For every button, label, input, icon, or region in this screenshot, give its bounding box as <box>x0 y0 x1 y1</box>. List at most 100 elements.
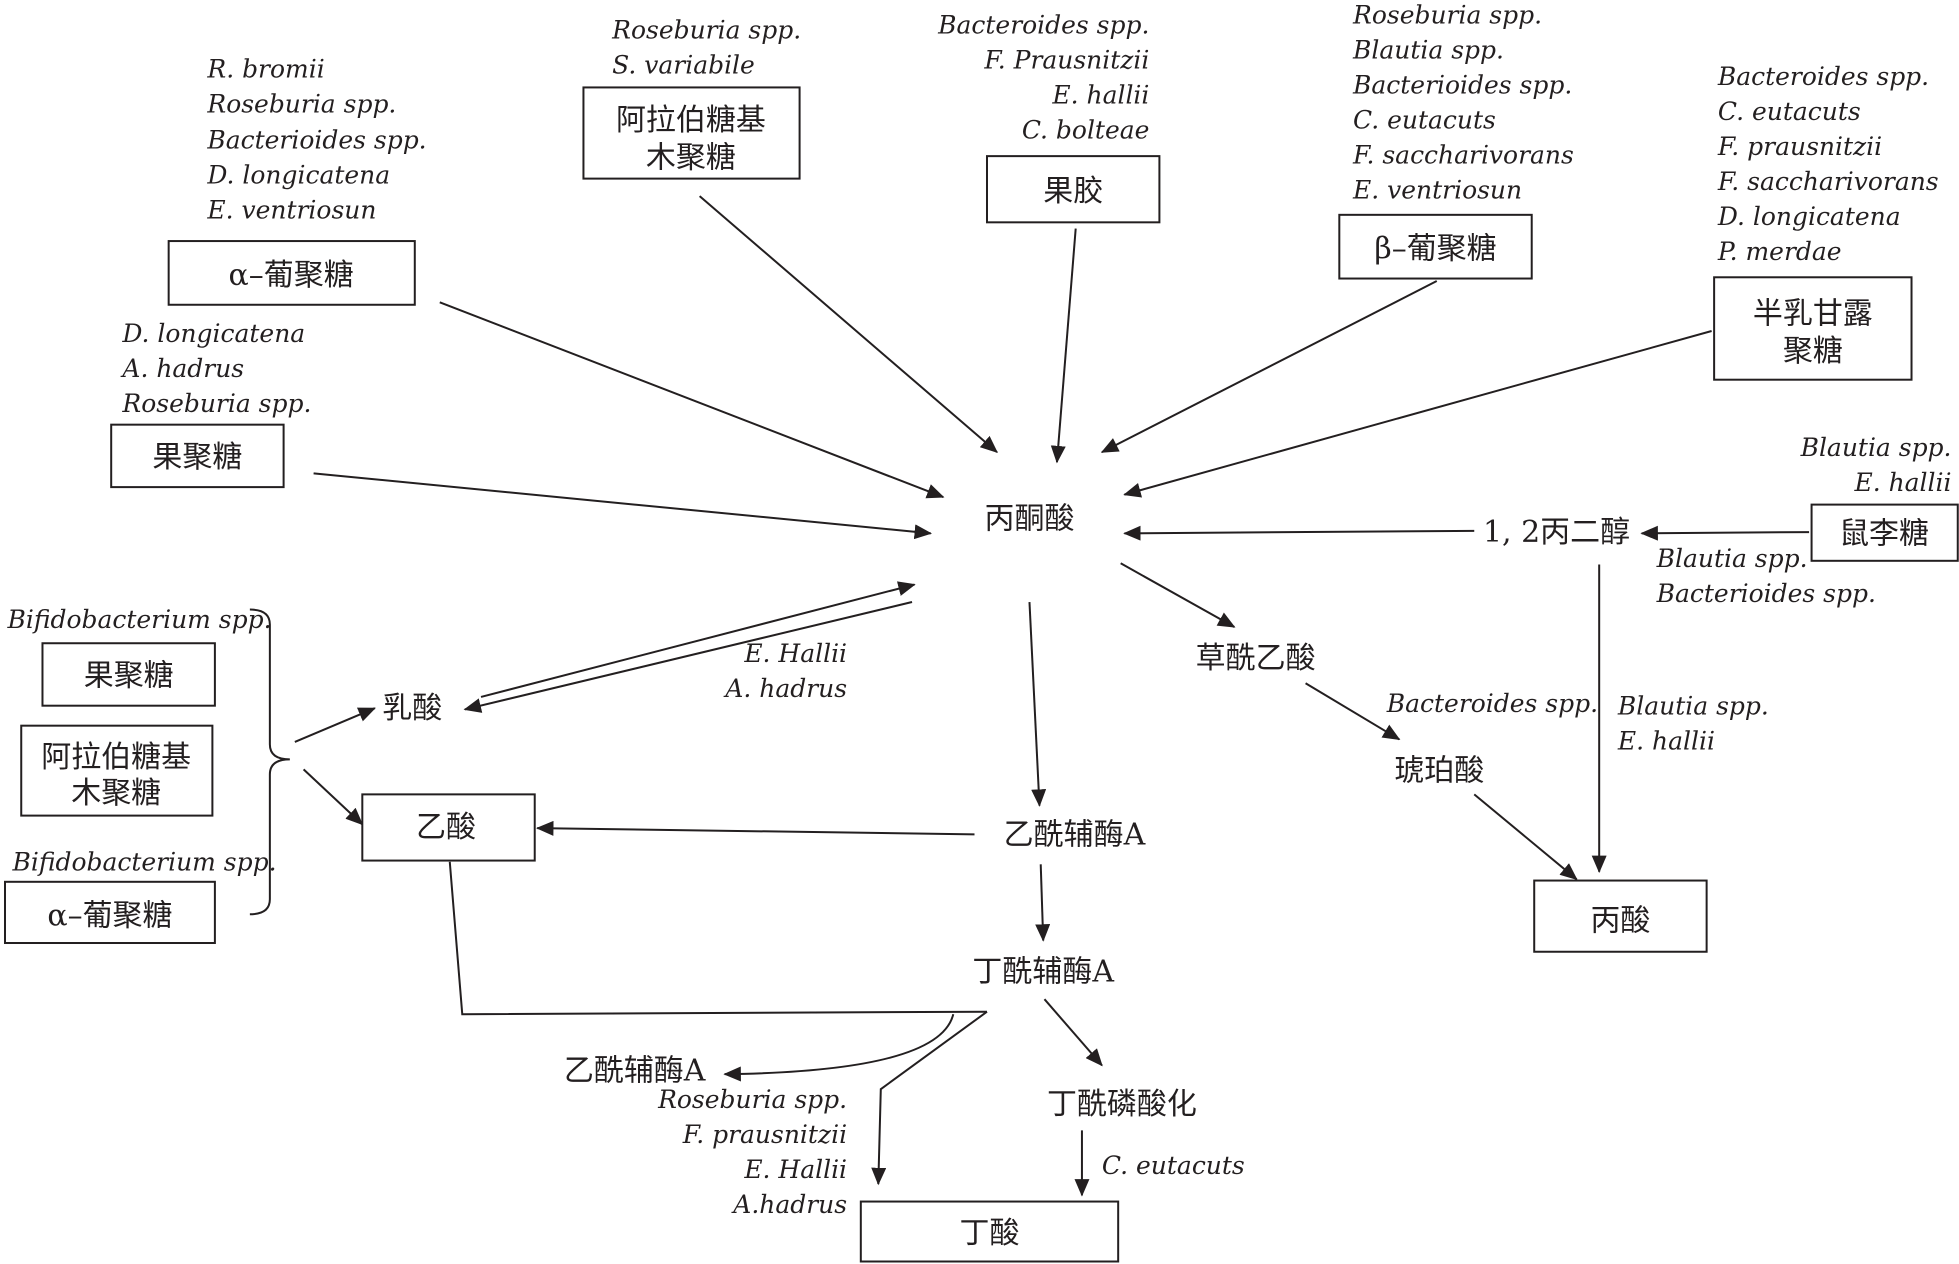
galactomannan-label-line: 半乳甘露 <box>1753 296 1873 331</box>
species-label: E. Hallii <box>743 639 847 668</box>
fructan-box <box>41 642 216 707</box>
fructan-label: 果聚糖 <box>84 659 174 694</box>
species-label: D. longicatena <box>1717 202 1901 231</box>
species-label: Roseburia spp. <box>206 89 396 118</box>
species-label: Bifidobacterium spp. <box>6 605 271 634</box>
arrow-beta-glucan-to-pyruvate <box>1100 280 1438 454</box>
species-label: C. eutacuts <box>1353 106 1496 135</box>
arrow-pyruvate-to-oxaloacetate <box>1120 562 1236 628</box>
alpha-glucan-label: α–葡聚糖 <box>47 899 172 934</box>
species-label: E. Hallii <box>743 1155 847 1184</box>
species-label: F. saccharivorans <box>1352 141 1574 170</box>
pectin-box <box>985 155 1161 224</box>
alpha-glucan-top-group: R. bromii Roseburia spp. Bacterioides sp… <box>167 54 427 306</box>
arrow-galactomannan-to-pyruvate <box>1123 330 1712 498</box>
arabinoxylan-box <box>582 86 801 180</box>
species-label: C. bolteae <box>1022 116 1150 145</box>
arabinoxylan-label-line: 阿拉伯糖基 <box>616 103 766 138</box>
beta-glucan-box <box>1338 213 1533 280</box>
fructan-box <box>110 423 285 489</box>
species-label: E. hallii <box>1617 726 1715 755</box>
species-label: Roseburia spp. <box>611 16 801 45</box>
species-label: F. prausnitzii <box>1717 132 1882 161</box>
species-label: E. hallii <box>1051 81 1149 110</box>
arrow-acetyl-coa-to-butyryl-coa <box>1035 864 1051 942</box>
propionate-box <box>1533 879 1708 953</box>
species-label: Bacterioides spp. <box>206 126 426 155</box>
species-label: Bacterioides spp. <box>1352 71 1572 100</box>
species-label: A.hadrus <box>731 1190 847 1219</box>
rhamnose-label: 鼠李糖 <box>1839 516 1929 551</box>
arrow-alpha-glucan-to-pyruvate <box>439 301 945 499</box>
species-label: D. longicatena <box>206 161 390 190</box>
species-label: F. prausnitzii <box>682 1120 847 1149</box>
species-label: E. hallii <box>1853 468 1951 497</box>
species-label: C. eutacuts <box>1102 1151 1245 1180</box>
oxaloacetate-label: 草酰乙酸 <box>1196 641 1316 676</box>
species-label: Roseburia spp. <box>657 1085 847 1114</box>
acetyl-coa-label: 乙酰辅酶A <box>1004 817 1146 852</box>
species-label: E. ventriosun <box>206 196 376 225</box>
beta-glucan-group: Roseburia spp. Blautia spp. Bacterioides… <box>1338 1 1574 280</box>
rhamnose-box <box>1810 503 1959 562</box>
pectin-label: 果胶 <box>1043 174 1103 209</box>
galactomannan-box <box>1713 276 1913 381</box>
species-label: Roseburia spp. <box>1352 1 1542 30</box>
line-acetate-to-butyryl-coa <box>448 861 988 1016</box>
propanediol-label: 1, 2丙二醇 <box>1483 515 1630 550</box>
arrow-pyruvate-to-lactate <box>463 601 913 713</box>
species-label: Bacteroides spp. <box>937 11 1149 40</box>
species-label: Roseburia spp. <box>121 389 311 418</box>
species-label: R. bromii <box>206 54 324 83</box>
species-label: F. saccharivorans <box>1717 167 1939 196</box>
butyrate-label: 丁酸 <box>960 1216 1020 1251</box>
species-label: E. ventriosun <box>1352 176 1522 205</box>
acetate-label: 乙酸 <box>416 810 476 845</box>
galactomannan-label-line: 聚糖 <box>1783 334 1843 369</box>
pectin-group: Bacteroides spp. F. Prausnitzii E. halli… <box>937 11 1161 224</box>
species-label: Bacteroides spp. <box>1386 689 1598 718</box>
species-label: A. hadrus <box>120 354 244 383</box>
succinate-label: 琥珀酸 <box>1394 754 1484 789</box>
arrow-propanediol-to-pyruvate <box>1123 525 1475 541</box>
rhamnose-group: Blautia spp. E. hallii 鼠李糖 <box>1800 433 1959 562</box>
arrow-oxaloacetate-to-succinate <box>1305 682 1401 741</box>
arrow-pyruvate-to-acetyl-coa <box>1028 601 1047 807</box>
alpha-glucan-label: α–葡聚糖 <box>229 258 354 293</box>
arabinoxylan-top-group: Roseburia spp. S. variabile 阿拉伯糖基 木聚糖 <box>582 16 801 180</box>
acetate-box <box>361 793 536 862</box>
species-label: Bacterioides spp. <box>1656 579 1876 608</box>
arrow-acetyl-coa-to-acetate <box>535 820 975 836</box>
species-label: C. eutacuts <box>1718 97 1861 126</box>
arabinoxylan-label-line: 阿拉伯糖基 <box>41 740 191 775</box>
arabinoxylan-label-line: 木聚糖 <box>71 776 161 811</box>
lactate-label: 乳酸 <box>382 691 442 726</box>
species-label: P. merdae <box>1717 237 1842 266</box>
fructan-label: 果聚糖 <box>152 440 242 475</box>
arabinoxylan-label-line: 木聚糖 <box>646 140 736 175</box>
species-label: Blautia spp. <box>1800 433 1952 462</box>
species-label: Blautia spp. <box>1352 36 1504 65</box>
galactomannan-group: Bacteroides spp. C. eutacuts F. prausnit… <box>1713 62 1939 381</box>
arrow-fructan-to-pyruvate <box>313 472 933 540</box>
alpha-glucan-box <box>167 240 416 306</box>
butyryl-phosphate-label: 丁酰磷酸化 <box>1047 1087 1197 1122</box>
species-label: S. variabile <box>612 51 755 80</box>
arrows <box>294 195 1810 1197</box>
acetyl-coa-out-label: 乙酰辅酶A <box>564 1053 706 1088</box>
arrow-group-to-lactate <box>294 707 376 743</box>
fructan-top-group: D. longicatena A. hadrus Roseburia spp. … <box>110 319 311 489</box>
species-label: Blautia spp. <box>1656 544 1808 573</box>
species-label: D. longicatena <box>121 319 305 348</box>
butyryl-coa-label: 丁酰辅酶A <box>972 955 1114 990</box>
arrow-butyryl-coa-to-butyrate <box>871 1010 988 1186</box>
arrow-pectin-to-pyruvate <box>1050 228 1077 464</box>
beta-glucan-label: β–葡聚糖 <box>1374 232 1496 267</box>
alpha-glucan-box <box>3 880 216 945</box>
propionate-label: 丙酸 <box>1590 904 1650 939</box>
butyrate-box <box>859 1200 1120 1263</box>
arrow-succinate-to-propionate <box>1473 793 1578 881</box>
arrow-butyryl-coa-to-butyryl-phosphate <box>1043 998 1103 1067</box>
arrow-group-to-acetate <box>302 768 364 826</box>
